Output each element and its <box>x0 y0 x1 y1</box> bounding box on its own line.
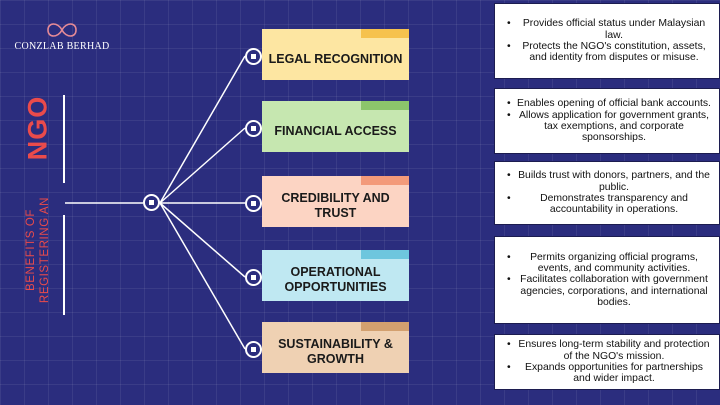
card-tab <box>361 29 409 38</box>
benefit-description: Provides official status under Malaysian… <box>494 3 720 79</box>
description-point: Facilitates collaboration with governmen… <box>505 274 713 308</box>
description-point: Permits organizing official programs, ev… <box>505 252 713 275</box>
brand-name: CONZLAB BERHAD <box>14 41 110 52</box>
card-tab <box>361 101 409 110</box>
benefit-description: Ensures long-term stability and protecti… <box>494 334 720 390</box>
description-point: Enables opening of official bank account… <box>505 98 713 110</box>
benefit-card: CREDIBILITY AND TRUST <box>262 176 409 227</box>
brand-logo: CONZLAB BERHAD <box>12 20 112 52</box>
description-point: Builds trust with donors, partners, and … <box>505 170 713 193</box>
hub-node <box>143 194 160 211</box>
benefit-label: SUSTAINABILITY & GROWTH <box>278 337 393 366</box>
infinity-icon <box>47 23 77 37</box>
benefit-card: LEGAL RECOGNITION <box>262 29 409 80</box>
description-point: Allows application for government grants… <box>505 110 713 144</box>
description-point: Expands opportunities for partnerships a… <box>505 362 713 385</box>
branch-line <box>159 202 246 350</box>
card-tab <box>361 250 409 259</box>
branch-line <box>159 202 246 278</box>
description-point: Demonstrates transparency and accountabi… <box>505 193 713 216</box>
description-point: Ensures long-term stability and protecti… <box>505 339 713 362</box>
benefit-description: Builds trust with donors, partners, and … <box>494 161 720 225</box>
branch-node <box>245 269 262 286</box>
benefit-description: Enables opening of official bank account… <box>494 88 720 154</box>
description-point: Protects the NGO's constitution, assets,… <box>505 41 713 64</box>
benefit-label: LEGAL RECOGNITION <box>268 51 403 66</box>
benefit-card: FINANCIAL ACCESS <box>262 101 409 152</box>
branch-node <box>245 195 262 212</box>
benefit-card: OPERATIONAL OPPORTUNITIES <box>262 250 409 301</box>
branch-node <box>245 120 262 137</box>
divider-lower <box>63 215 65 315</box>
benefit-card: SUSTAINABILITY & GROWTH <box>262 322 409 373</box>
branch-line <box>159 127 246 204</box>
branch-line <box>159 55 246 204</box>
branch-node <box>245 341 262 358</box>
description-point: Provides official status under Malaysian… <box>505 18 713 41</box>
card-tab <box>361 322 409 331</box>
card-tab <box>361 176 409 185</box>
benefit-label: FINANCIAL ACCESS <box>274 123 397 138</box>
branch-node <box>245 48 262 65</box>
divider-upper <box>63 95 65 183</box>
benefit-label: OPERATIONAL OPPORTUNITIES <box>284 265 387 294</box>
benefit-description: Permits organizing official programs, ev… <box>494 236 720 324</box>
benefit-label: CREDIBILITY AND TRUST <box>281 191 390 220</box>
